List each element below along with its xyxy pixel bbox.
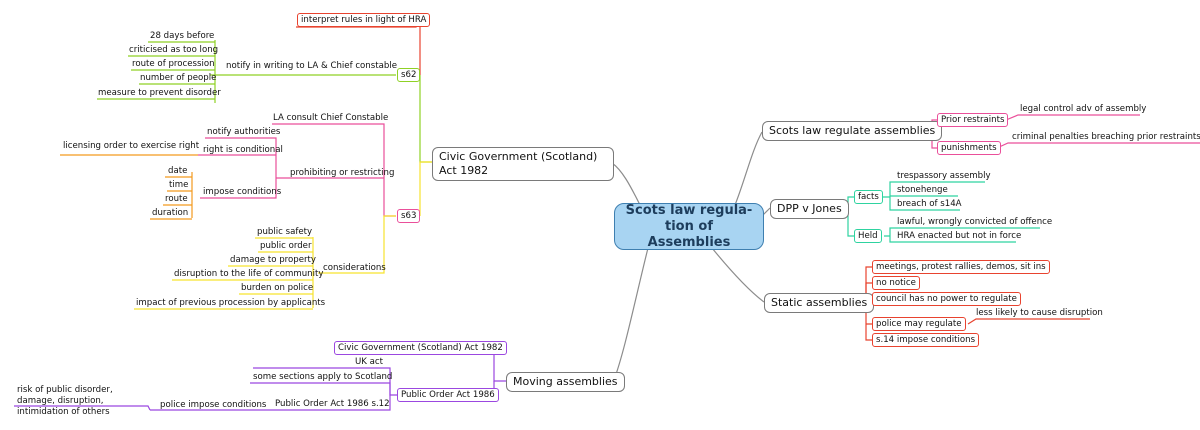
s62-node[interactable]: s62: [397, 68, 421, 82]
static-item-5[interactable]: s.14 impose conditions: [872, 333, 980, 347]
prior-restraints-node[interactable]: Prior restraints: [937, 113, 1009, 127]
s63-node[interactable]: s63: [397, 209, 421, 223]
facts-item-2[interactable]: stonehenge: [897, 185, 948, 195]
notify-item-1[interactable]: 28 days before: [150, 31, 215, 41]
static-item-3[interactable]: council has no power to regulate: [872, 292, 1021, 306]
consid-item-5[interactable]: burden on police: [241, 283, 314, 293]
consid-item-6[interactable]: impact of previous procession by applica…: [136, 298, 326, 308]
notify-item-2[interactable]: criticised as too long: [129, 45, 219, 55]
some-sections-node[interactable]: some sections apply to Scotland: [253, 372, 393, 382]
notify-item-5[interactable]: measure to prevent disorder: [98, 88, 221, 98]
criminal-penalties-node[interactable]: criminal penalties breaching prior restr…: [1012, 132, 1200, 142]
consid-item-2[interactable]: public order: [260, 241, 312, 251]
static-item-2[interactable]: no notice: [872, 276, 920, 290]
static-item-4[interactable]: police may regulate: [872, 317, 966, 331]
licensing-node[interactable]: licensing order to exercise right: [63, 141, 200, 151]
consid-item-3[interactable]: damage to property: [230, 255, 316, 265]
impose-item-date[interactable]: date: [168, 166, 188, 176]
prohibiting-node[interactable]: prohibiting or restricting: [290, 168, 395, 178]
notify-item-4[interactable]: number of people: [140, 73, 217, 83]
facts-item-1[interactable]: trespassory assembly: [897, 171, 991, 181]
facts-node[interactable]: facts: [854, 190, 883, 204]
punishments-node[interactable]: punishments: [937, 141, 1001, 155]
held-item-2[interactable]: HRA enacted but not in force: [897, 231, 1022, 241]
scots-law-regulate-node[interactable]: Scots law regulate assemblies: [762, 121, 943, 141]
static-assemblies-node[interactable]: Static assemblies: [764, 293, 875, 313]
consult-node[interactable]: LA consult Chief Constable: [273, 113, 389, 123]
moving-civic-node[interactable]: Civic Government (Scotland) Act 1982: [334, 341, 507, 355]
notify-item-3[interactable]: route of procession: [132, 59, 215, 69]
moving-assemblies-node[interactable]: Moving assemblies: [506, 372, 625, 392]
right-conditional-node[interactable]: right is conditional: [203, 145, 283, 155]
civic-government-act-node[interactable]: Civic Government (Scotland) Act 1982: [432, 147, 614, 181]
hra-node[interactable]: interpret rules in light of HRA: [297, 13, 431, 27]
police-impose-node[interactable]: police impose conditions: [160, 400, 267, 410]
static-item-1[interactable]: meetings, protest rallies, demos, sit in…: [872, 260, 1050, 274]
impose-conditions-node[interactable]: impose conditions: [203, 187, 282, 197]
central-topic[interactable]: Scots law regula- tion of Assemblies: [614, 203, 764, 250]
consid-item-4[interactable]: disruption to the life of community: [174, 269, 324, 279]
consid-item-1[interactable]: public safety: [257, 227, 313, 237]
dpp-v-jones-node[interactable]: DPP v Jones: [770, 199, 849, 219]
held-node[interactable]: Held: [854, 229, 882, 243]
held-item-1[interactable]: lawful, wrongly convicted of offence: [897, 217, 1053, 227]
uk-act-node[interactable]: UK act: [355, 357, 384, 367]
notify-in-writing-node[interactable]: notify in writing to LA & Chief constabl…: [226, 61, 397, 71]
risk-node[interactable]: risk of public disorder, damage, disrupt…: [17, 385, 113, 417]
notify-authorities-node[interactable]: notify authorities: [207, 127, 281, 137]
facts-item-3[interactable]: breach of s14A: [897, 199, 962, 209]
impose-item-route[interactable]: route: [165, 194, 188, 204]
poa-node[interactable]: Public Order Act 1986: [397, 388, 499, 402]
impose-item-time[interactable]: time: [169, 180, 189, 190]
poa-s12-node[interactable]: Public Order Act 1986 s.12: [275, 399, 390, 409]
considerations-node[interactable]: considerations: [323, 263, 386, 273]
legal-control-node[interactable]: legal control adv of assembly: [1020, 104, 1147, 114]
less-likely-node[interactable]: less likely to cause disruption: [976, 308, 1103, 318]
impose-item-duration[interactable]: duration: [152, 208, 189, 218]
